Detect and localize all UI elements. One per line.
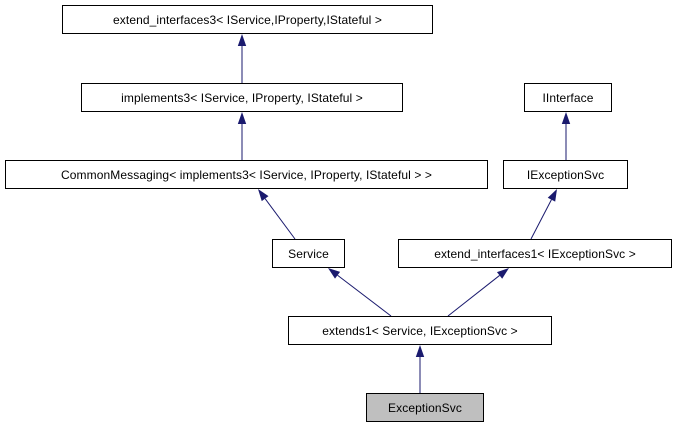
edge-service-inherits-commonmessaging <box>258 189 296 240</box>
edge-commonmessaging-inherits-implements3 <box>237 112 247 160</box>
class-node-service[interactable]: Service <box>272 239 345 268</box>
class-node-implements3[interactable]: implements3< IService, IProperty, IState… <box>81 83 403 112</box>
edge-extends1-inherits-extend_interfaces1 <box>447 268 509 317</box>
edge-extend_interfaces1-inherits-iexceptionsvc <box>530 189 557 240</box>
class-node-label: implements3< IService, IProperty, IState… <box>121 90 363 105</box>
edge-implements3-inherits-extend_interfaces3 <box>237 34 247 83</box>
class-node-commonmessaging[interactable]: CommonMessaging< implements3< IService, … <box>5 160 488 189</box>
class-node-label: extend_interfaces1< IExceptionSvc > <box>434 246 636 261</box>
edge-iexceptionsvc-inherits-iinterface <box>561 112 571 160</box>
class-node-extend_interfaces1[interactable]: extend_interfaces1< IExceptionSvc > <box>398 239 672 268</box>
class-node-label: ExceptionSvc <box>388 400 462 415</box>
class-node-iinterface[interactable]: IInterface <box>524 83 612 112</box>
class-node-iexceptionsvc[interactable]: IExceptionSvc <box>503 160 628 189</box>
edge-extends1-inherits-service <box>328 268 392 317</box>
class-node-label: extend_interfaces3< IService,IProperty,I… <box>113 12 382 27</box>
class-node-label: Service <box>288 246 329 261</box>
class-node-extends1[interactable]: extends1< Service, IExceptionSvc > <box>288 316 552 345</box>
class-node-label: IInterface <box>542 90 594 105</box>
edge-exceptionsvc-inherits-extends1 <box>415 345 425 393</box>
class-node-label: extends1< Service, IExceptionSvc > <box>322 323 518 338</box>
class-node-extend_interfaces3[interactable]: extend_interfaces3< IService,IProperty,I… <box>62 5 433 34</box>
class-node-label: CommonMessaging< implements3< IService, … <box>60 167 432 182</box>
class-node-label: IExceptionSvc <box>526 167 605 182</box>
class-node-exceptionsvc[interactable]: ExceptionSvc <box>366 393 484 422</box>
